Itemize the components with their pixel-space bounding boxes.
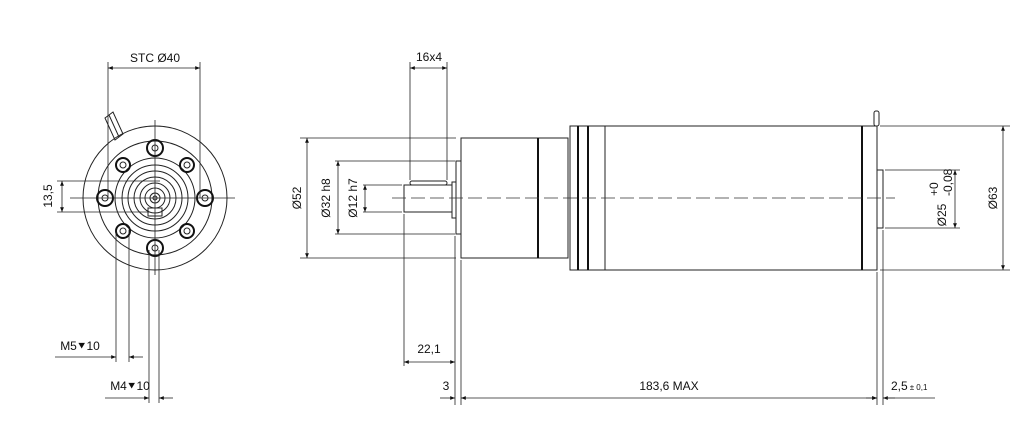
front-view: STC Ø40 13,5 M5⯆10 M4⯆10 [41, 51, 235, 403]
d25-tol-lower: -0,08 [941, 168, 955, 196]
d52-label: Ø52 [290, 186, 304, 209]
m5-holes [115, 157, 195, 239]
end-dimension-label: 2,5± 0,1 [891, 379, 928, 393]
output-shaft [403, 184, 453, 213]
d25-tol-upper: +0 [927, 182, 941, 196]
keyway-dimension-label: 16x4 [416, 50, 442, 64]
offset-dimension-label: 13,5 [41, 184, 55, 208]
flange-thickness-label: 3 [443, 379, 450, 393]
m5-thread-label: M5⯆10 [60, 339, 100, 353]
cable [104, 111, 124, 141]
stc-dimension-label: STC Ø40 [130, 51, 180, 65]
keyway [409, 180, 448, 186]
m4-thread-label: M4⯆10 [110, 379, 150, 393]
d25-label: Ø25 +0 -0,08 [927, 168, 955, 226]
d32-label: Ø32 h8 [319, 178, 333, 218]
d12-label: Ø12 h7 [346, 178, 360, 218]
shaft-length-label: 22,1 [417, 342, 441, 356]
pin [873, 110, 880, 127]
d63-label: Ø63 [986, 186, 1000, 209]
svg-text:Ø25: Ø25 [935, 203, 949, 226]
side-view: 16x4 Ø52 Ø32 h8 Ø12 h7 22,1 3 183,6 MAX … [290, 50, 1010, 405]
total-length-label: 183,6 MAX [639, 379, 698, 393]
rear-boss [876, 169, 884, 229]
